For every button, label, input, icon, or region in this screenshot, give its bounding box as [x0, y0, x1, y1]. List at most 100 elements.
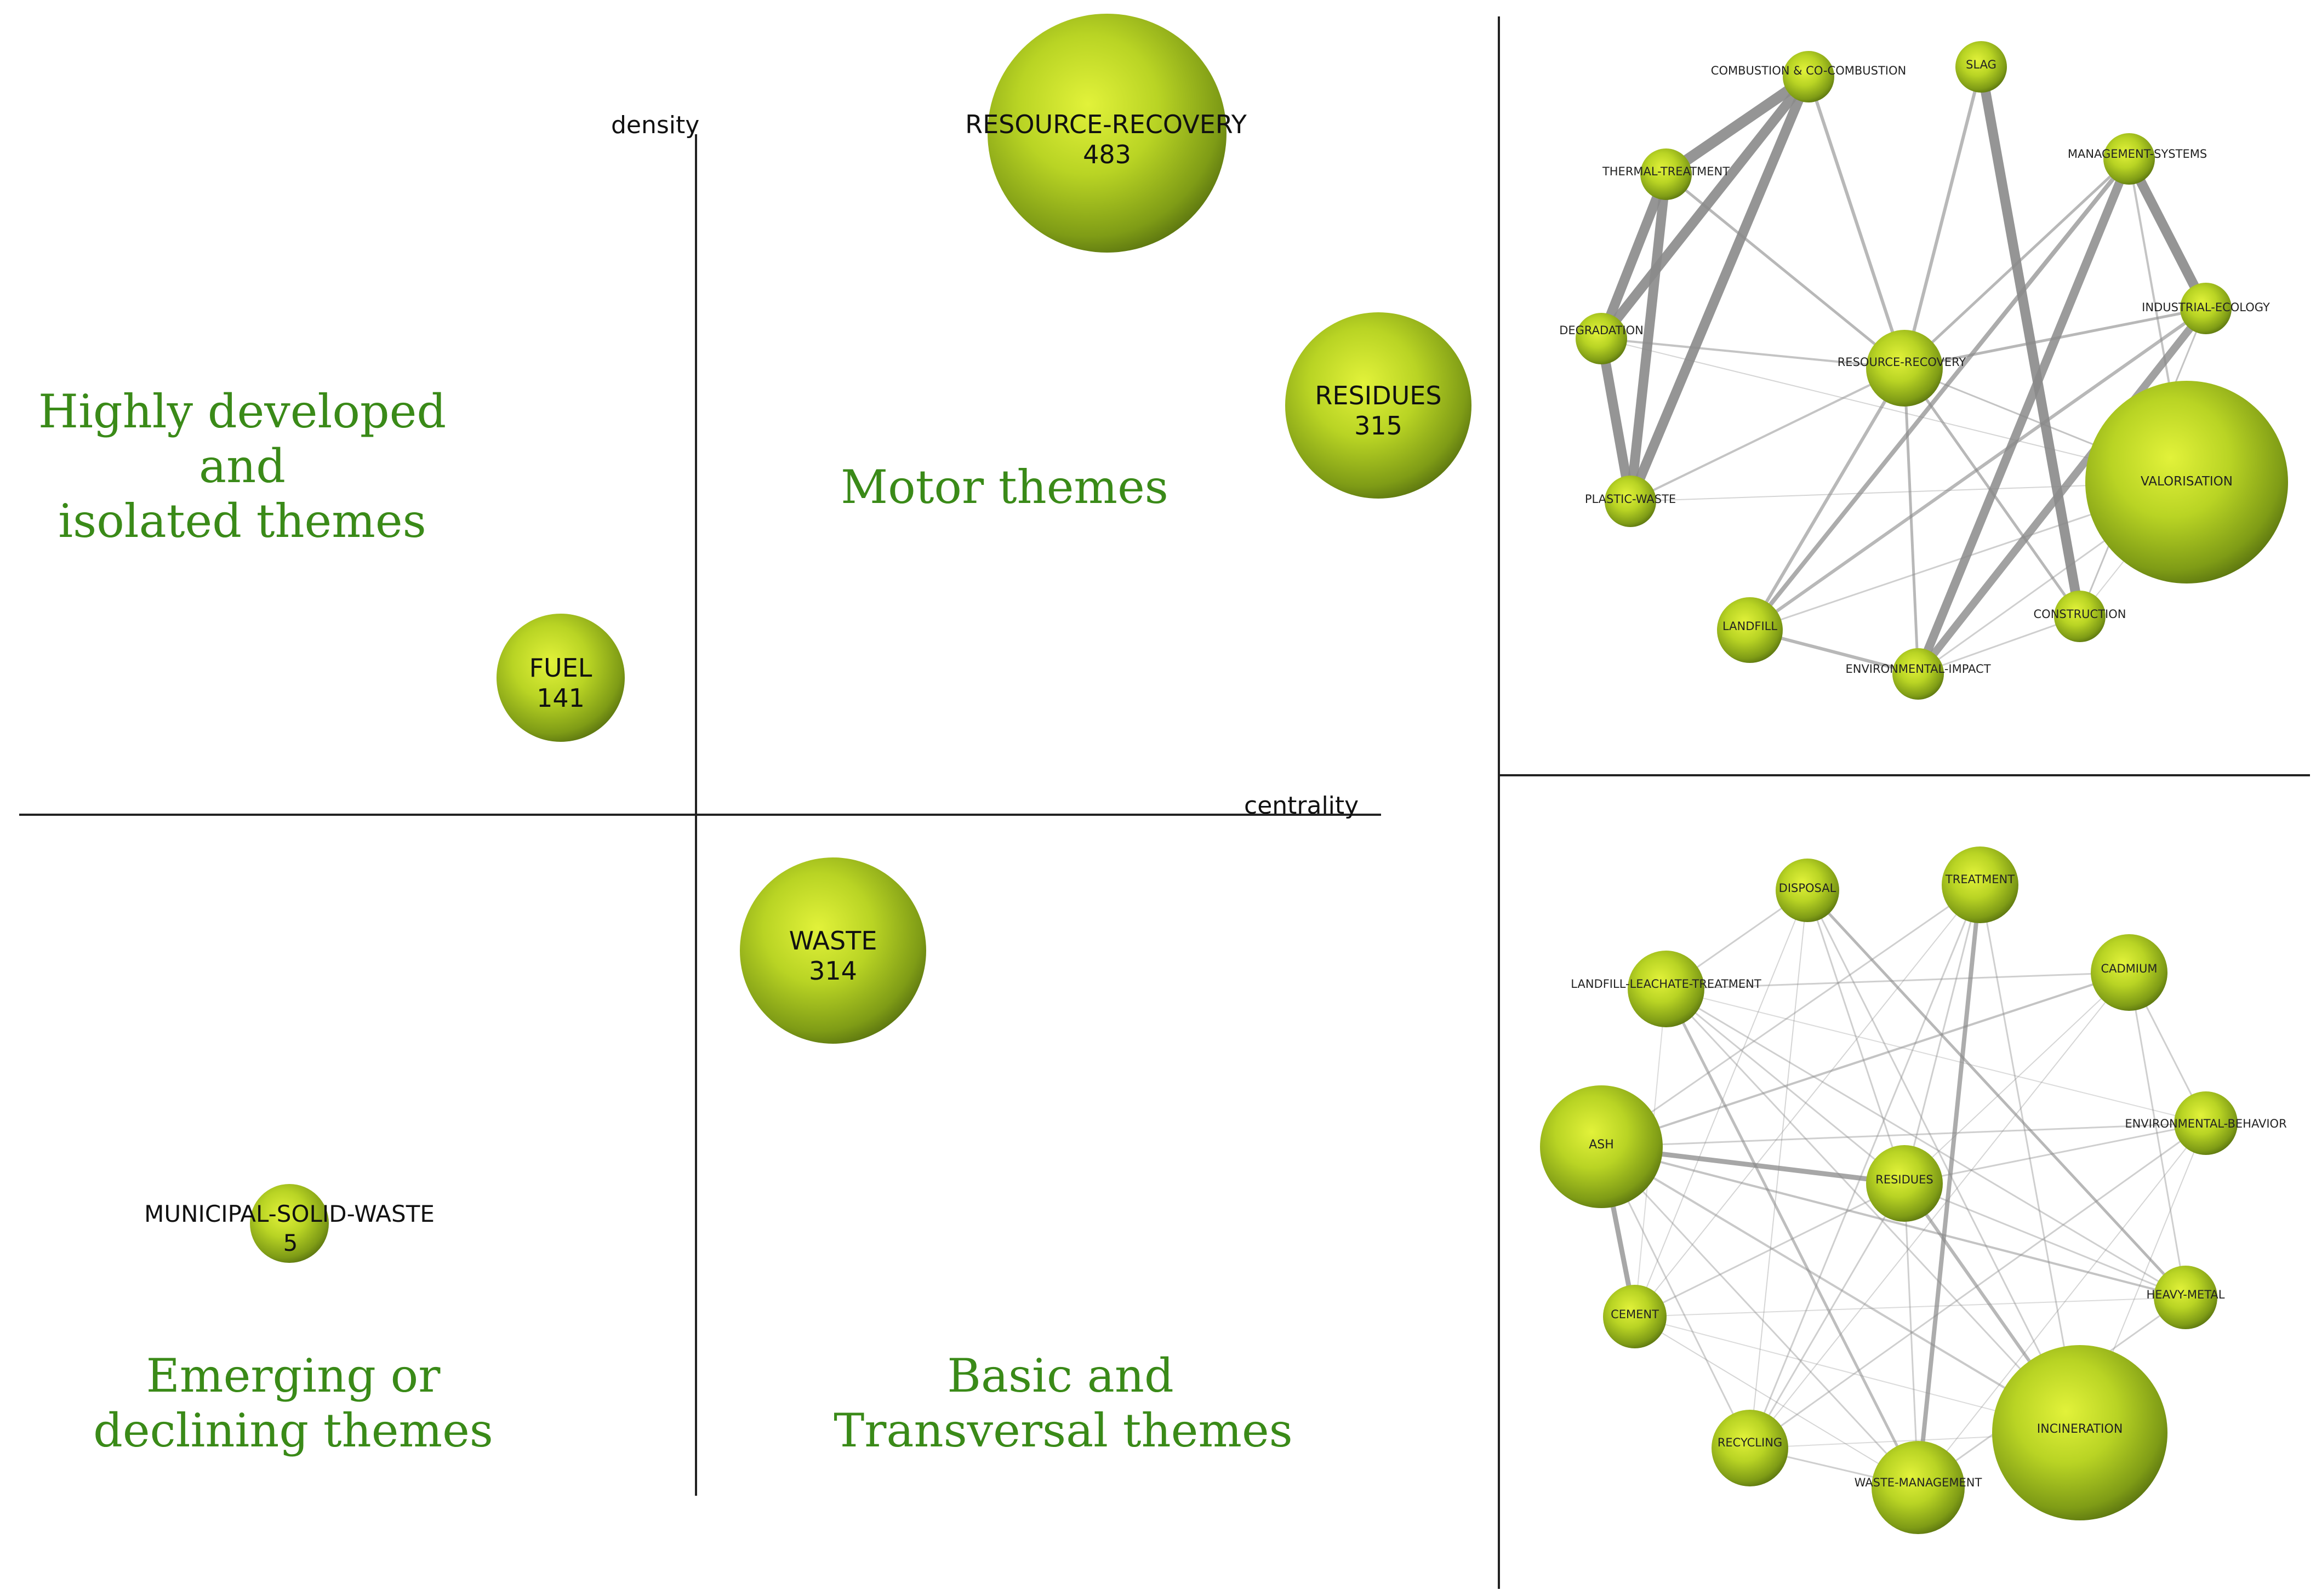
edge	[1600, 1146, 1919, 1489]
node-label: PLASTIC-WASTE	[1585, 493, 1676, 506]
theme-bubble-waste[interactable]: WASTE 314	[740, 857, 926, 1044]
network-node[interactable]: INDUSTRIAL-ECOLOGY	[2142, 283, 2270, 334]
network-node[interactable]: ENVIRONMENTAL-BEHAVIOR	[2125, 1091, 2287, 1155]
theme-bubble-fuel[interactable]: FUEL 141	[497, 614, 625, 742]
node-label: ENVIRONMENTAL-BEHAVIOR	[2125, 1117, 2286, 1130]
edge	[1749, 884, 1981, 1449]
edge	[1806, 889, 1906, 1185]
edge	[1665, 988, 2206, 1124]
node-circle	[1992, 1345, 2167, 1520]
edge	[1600, 971, 2130, 1148]
node-label: VALORISATION	[2141, 474, 2233, 489]
network-node[interactable]: HEAVY-METAL	[2146, 1266, 2225, 1329]
edge	[1634, 1182, 1906, 1318]
network-node[interactable]: COMBUSTION & CO-COMBUSTION	[1711, 51, 1906, 102]
node-circle	[1603, 1285, 1667, 1348]
node-label: RECYCLING	[1718, 1436, 1782, 1449]
edge	[1806, 889, 2187, 1299]
network-node[interactable]: DEGRADATION	[1559, 313, 1644, 364]
node-label: CONSTRUCTION	[2034, 608, 2126, 621]
edge	[1661, 71, 1814, 180]
node-label: DISPOSAL	[1779, 882, 1836, 895]
node-circle	[2054, 591, 2106, 642]
edge	[1665, 971, 2130, 990]
edge	[1625, 169, 1671, 506]
edge	[1600, 337, 1906, 369]
node-circle	[1783, 51, 1834, 102]
edge	[1634, 890, 1808, 1317]
theme-name: FUEL	[529, 653, 592, 683]
node-label: HEAVY-METAL	[2146, 1288, 2224, 1301]
node-label: CADMIUM	[2101, 962, 2157, 975]
edge	[1596, 169, 1671, 344]
node-circle	[2103, 133, 2155, 185]
node-label: DEGRADATION	[1559, 324, 1644, 337]
edge	[1903, 367, 2081, 618]
theme-bubble-resource-recovery[interactable]: RESOURCE-RECOVERY 483	[965, 14, 1247, 253]
node-circle	[1712, 1410, 1788, 1486]
edge	[1748, 157, 2131, 632]
network-node[interactable]: CADMIUM	[2091, 934, 2167, 1011]
network-node[interactable]: VALORISATION	[2085, 381, 2288, 584]
network-node[interactable]: RESIDUES	[1866, 1145, 1943, 1222]
edge	[1903, 307, 2207, 370]
network-edges	[1596, 62, 2211, 678]
node-label: THERMAL-TREATMENT	[1602, 165, 1730, 178]
theme-count: 314	[809, 956, 857, 986]
quadrant-label-line: Basic and	[947, 1349, 1173, 1403]
network-node[interactable]: PLASTIC-WASTE	[1585, 476, 1676, 527]
edge	[1903, 1182, 2187, 1298]
quadrant-label-basic: Basic and Transversal themes	[834, 1349, 1293, 1457]
node-circle	[1892, 648, 1944, 700]
node-label: COMBUSTION & CO-COMBUSTION	[1711, 64, 1906, 77]
quadrant-label-line: declining themes	[93, 1404, 493, 1457]
node-label: SLAG	[1966, 58, 1996, 71]
node-circle	[1866, 1145, 1943, 1222]
edge	[1600, 1122, 2207, 1148]
theme-name: RESIDUES	[1315, 381, 1441, 410]
edge	[1749, 1182, 1906, 1449]
network-node[interactable]: CONSTRUCTION	[2034, 591, 2126, 642]
network-node[interactable]: SLAG	[1955, 41, 2007, 93]
node-label: LANDFILL-LEACHATE-TREATMENT	[1571, 977, 1761, 991]
node-label: INCINERATION	[2037, 1422, 2123, 1436]
theme-name: MUNICIPAL-SOLID-WASTE	[144, 1200, 435, 1227]
network-node[interactable]: DISPOSAL	[1776, 859, 1839, 922]
network-node[interactable]: ASH	[1540, 1085, 1663, 1208]
network-node[interactable]: MANAGEMENT-SYSTEMS	[2068, 133, 2207, 185]
edge	[1600, 884, 1981, 1148]
network-node[interactable]: RECYCLING	[1712, 1410, 1788, 1486]
theme-name: RESOURCE-RECOVERY	[965, 110, 1247, 139]
node-circle	[1628, 951, 1704, 1027]
node-circle	[2091, 934, 2167, 1011]
theme-bubble-residues[interactable]: RESIDUES 315	[1285, 312, 1471, 499]
network-node[interactable]: ENVIRONMENTAL-IMPACT	[1845, 648, 1991, 700]
network-node[interactable]: THERMAL-TREATMENT	[1602, 148, 1730, 200]
bubble	[740, 857, 926, 1044]
network-node[interactable]: WASTE-MANAGEMENT	[1855, 1441, 1982, 1534]
node-circle	[2174, 1091, 2238, 1155]
theme-bubble-municipal-solid-waste[interactable]: MUNICIPAL-SOLID-WASTE 5	[144, 1184, 435, 1263]
node-circle	[1776, 859, 1839, 922]
network-node[interactable]: LANDFILL	[1717, 597, 1783, 663]
centrality-axis-label: centrality	[1244, 792, 1359, 820]
network-node[interactable]: LANDFILL-LEACHATE-TREATMENT	[1571, 951, 1761, 1027]
edge	[1914, 305, 2210, 678]
quadrant-label-motor-themes: Motor themes	[841, 460, 1168, 514]
network-node[interactable]: RESOURCE-RECOVERY	[1838, 330, 1966, 407]
edge	[1903, 884, 1981, 1185]
bubble	[250, 1184, 329, 1263]
theme-count: 315	[1354, 411, 1402, 441]
edge	[1664, 987, 1920, 1489]
edge	[1748, 367, 1906, 632]
node-circle	[1866, 330, 1943, 407]
network-resource-recovery: COMBUSTION & CO-COMBUSTION SLAG THERMAL-…	[1559, 41, 2288, 700]
network-node[interactable]: TREATMENT	[1942, 846, 2018, 923]
node-circle	[2085, 381, 2288, 584]
node-circle	[1576, 313, 1627, 364]
network-node[interactable]: CEMENT	[1603, 1285, 1667, 1348]
network-node[interactable]: INCINERATION	[1992, 1345, 2167, 1520]
node-circle	[2154, 1266, 2217, 1329]
theme-count: 483	[1083, 140, 1131, 169]
